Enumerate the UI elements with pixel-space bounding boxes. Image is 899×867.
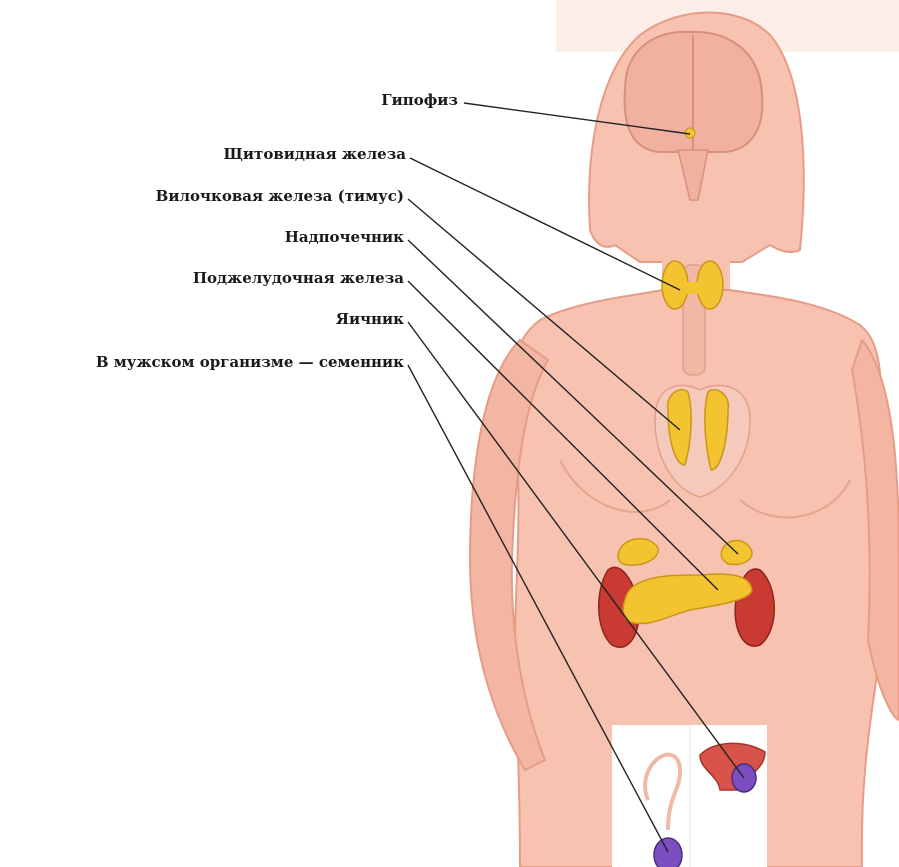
label-thyroid: Щитовидная железа — [224, 145, 406, 163]
reproductive-inset — [612, 725, 767, 867]
testis-gland — [654, 838, 682, 867]
label-ovary: Яичник — [336, 310, 404, 328]
label-thymus: Вилочковая железа (тимус) — [156, 187, 404, 205]
label-adrenal: Надпочечник — [285, 228, 404, 246]
label-testis: В мужском организме — семенник — [96, 353, 404, 371]
label-pancreas: Поджелудочная железа — [193, 269, 404, 287]
label-pituitary: Гипофиз — [381, 91, 458, 109]
